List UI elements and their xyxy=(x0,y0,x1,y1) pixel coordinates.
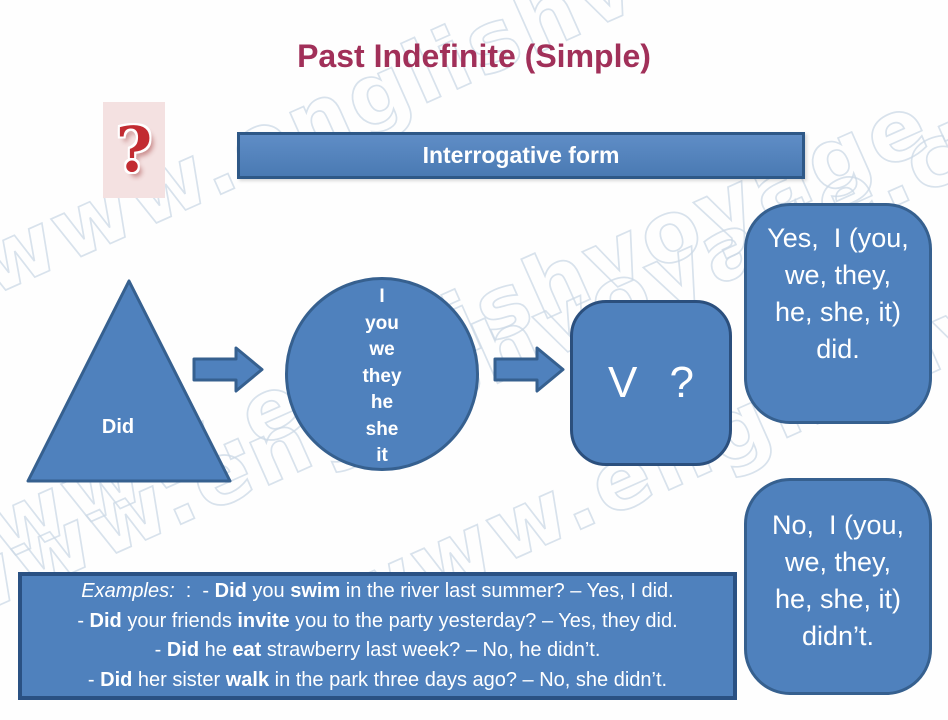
pronoun: it xyxy=(376,445,388,466)
no-line: No, I (you, xyxy=(771,510,905,540)
no-answer-box: No, I (you, we, they, he, she, it) didn’… xyxy=(744,478,932,695)
interrogative-form-banner: Interrogative form xyxy=(237,132,805,179)
yes-line: we, they, xyxy=(784,260,892,290)
no-line: didn’t. xyxy=(801,621,875,651)
pronouns-circle: I you we they he she it xyxy=(285,277,479,471)
pronoun: we xyxy=(369,339,395,360)
right-arrow-icon xyxy=(493,346,565,393)
verb-question-label: V ? xyxy=(607,358,705,407)
did-label: Did xyxy=(101,416,135,438)
verb-question-box: V ? xyxy=(570,300,732,466)
pronoun: he xyxy=(370,392,394,413)
example-line: - Did her sister walk in the park three … xyxy=(87,668,668,691)
pronoun: you xyxy=(365,312,399,334)
did-triangle xyxy=(26,279,232,483)
banner-label: Interrogative form xyxy=(422,142,620,168)
pronoun: I xyxy=(379,286,385,307)
no-line: we, they, xyxy=(784,547,892,577)
example-line: - Did he eat strawberry last week? – No,… xyxy=(154,639,601,661)
pronoun: she xyxy=(365,418,399,440)
yes-line: he, she, it) xyxy=(774,297,902,327)
example-line: - Did your friends invite you to the par… xyxy=(77,609,678,632)
no-line: he, she, it) xyxy=(774,584,902,614)
examples-text: Examples: : - Did you swim in the river … xyxy=(22,577,733,695)
question-mark-badge: ? xyxy=(103,102,165,198)
question-mark-icon: ? xyxy=(115,113,153,186)
examples-box: Examples: : - Did you swim in the river … xyxy=(18,572,737,700)
example-line: Examples: : - Did you swim in the river … xyxy=(81,580,674,602)
page-title: Past Indefinite (Simple) xyxy=(297,38,651,74)
yes-line: Yes, I (you, xyxy=(767,223,909,253)
right-arrow-icon xyxy=(192,346,264,393)
yes-answer-box: Yes, I (you, we, they, he, she, it) did. xyxy=(744,203,932,424)
yes-line: did. xyxy=(816,334,860,364)
pronoun: they xyxy=(362,365,402,387)
